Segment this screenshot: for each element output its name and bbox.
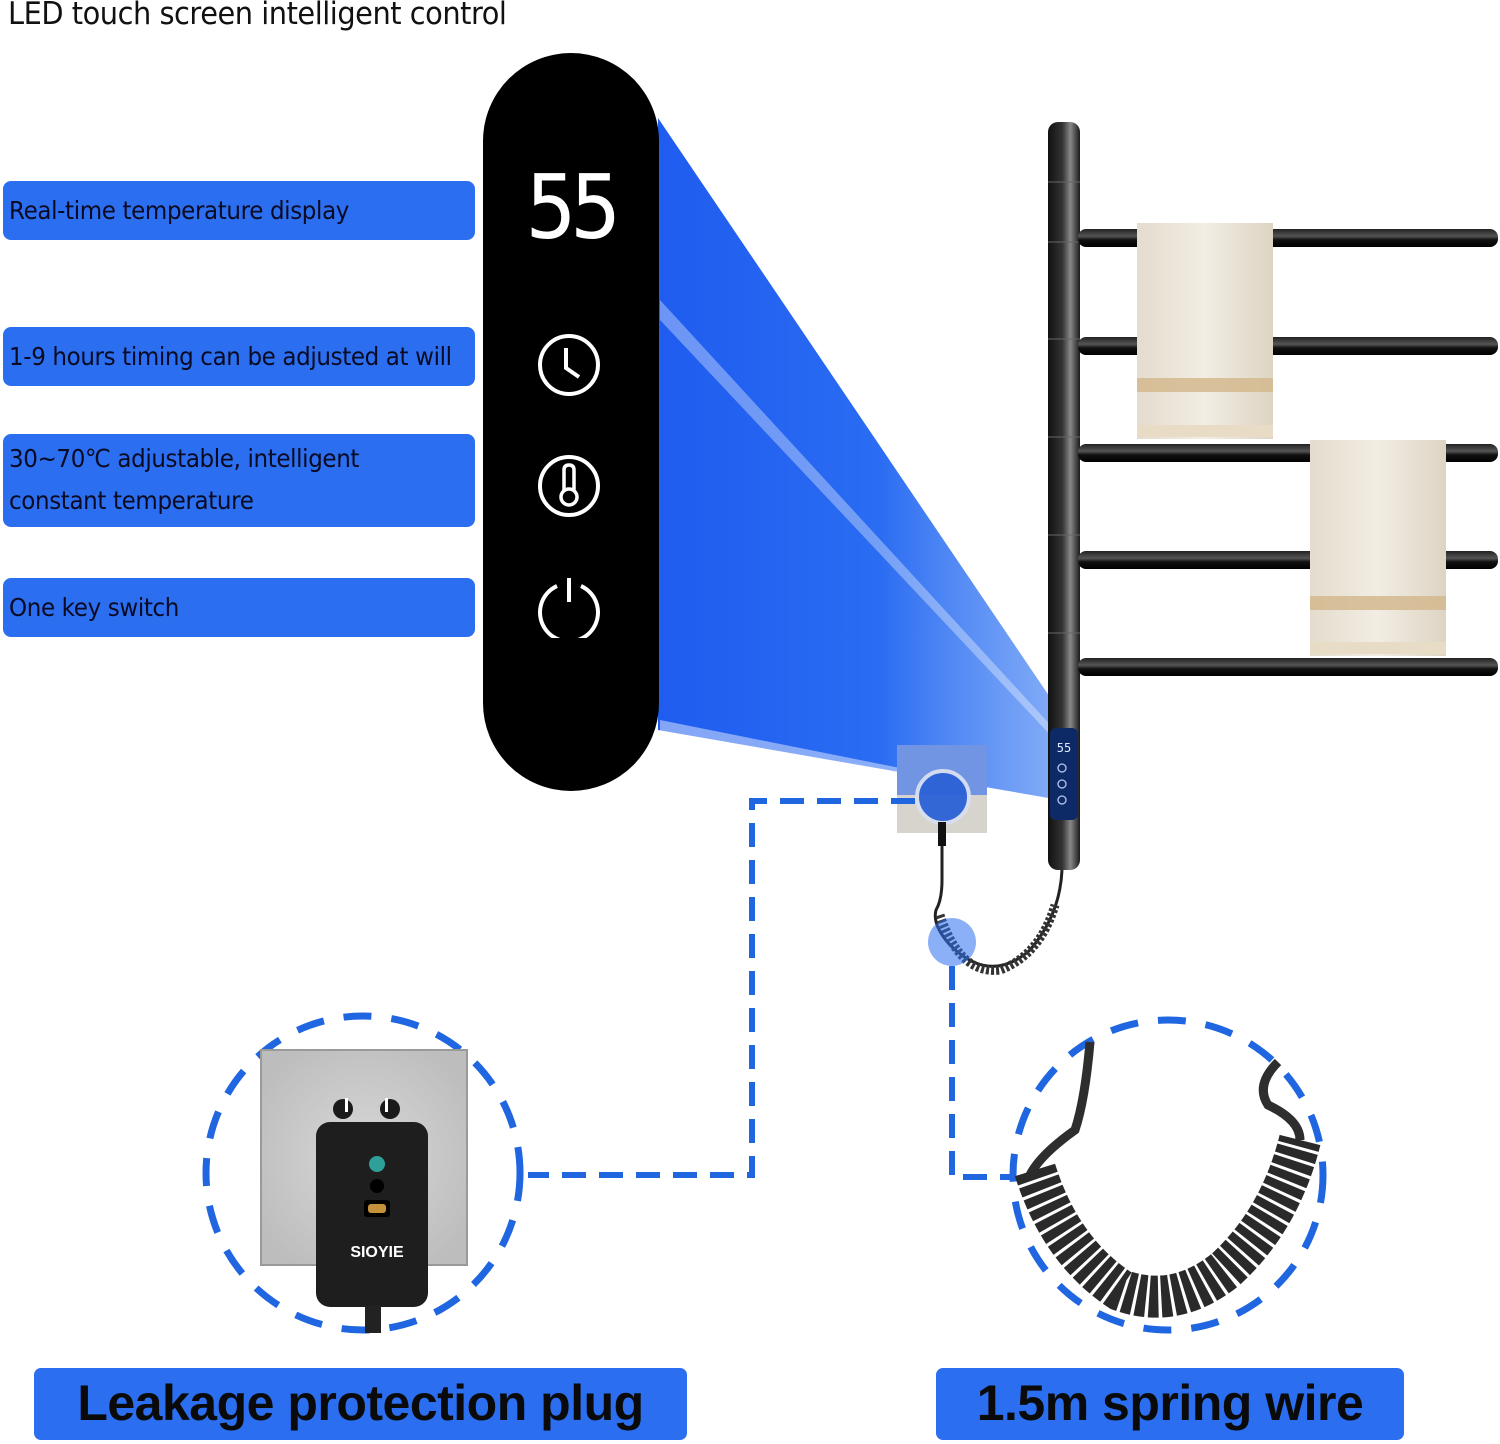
projection-beam [658, 118, 1060, 800]
temperature-display: 55 [525, 156, 621, 259]
feature-text: Real-time temperature display [9, 196, 350, 225]
temperature-button[interactable] [537, 454, 601, 518]
feature-label-temperature-display: Real-time temperature display [3, 181, 475, 240]
plug-callout: SIOYIE [202, 1012, 524, 1334]
wire-connector-line [949, 966, 1010, 1180]
power-icon [538, 578, 600, 644]
feature-label-one-key-switch: One key switch [3, 578, 475, 637]
timer-button[interactable] [537, 333, 601, 397]
towel-lower [1310, 440, 1446, 656]
mini-temperature-readout: 55 [1057, 741, 1071, 755]
clock-icon [538, 334, 600, 396]
spring-wire-label: 1.5m spring wire [936, 1368, 1404, 1440]
page-title: LED touch screen intelligent control [8, 0, 507, 32]
plug-brand: SIOYIE [350, 1244, 404, 1261]
plug-connector-line [528, 798, 915, 1178]
leakage-plug-label: Leakage protection plug [34, 1368, 687, 1440]
mini-control-display [1050, 728, 1078, 820]
feature-text-line1: 30~70℃ adjustable, intelligent [9, 444, 360, 473]
feature-text: 1-9 hours timing can be adjusted at will [9, 342, 452, 371]
thermometer-icon [538, 455, 600, 517]
spring-wire-callout [1009, 1016, 1327, 1334]
power-button[interactable] [537, 574, 601, 644]
rack-upright [1048, 122, 1080, 870]
towel-upper [1137, 223, 1273, 439]
feature-label-timing: 1-9 hours timing can be adjusted at will [3, 327, 475, 386]
feature-text: One key switch [9, 593, 179, 622]
feature-label-temperature-range: 30~70℃ adjustable, intelligent constant … [3, 434, 475, 527]
spring-coil [1014, 1134, 1321, 1318]
feature-text-line2: constant temperature [9, 486, 254, 515]
control-panel: 55 [483, 53, 659, 791]
